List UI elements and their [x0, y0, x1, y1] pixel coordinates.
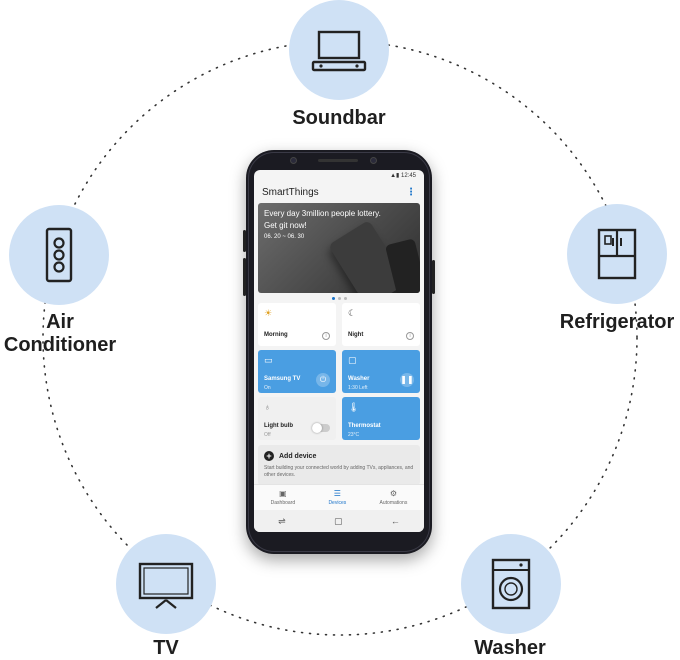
- tv-icon: ▭: [264, 355, 273, 365]
- air-conditioner-label-line2: Conditioner: [3, 334, 117, 356]
- air-conditioner-circle[interactable]: [9, 205, 109, 305]
- tile-samsung-tv[interactable]: ▭ Samsung TV On ⏻: [258, 350, 336, 393]
- tab-dashboard-label: Dashboard: [270, 500, 296, 506]
- devices-icon: ☰: [333, 489, 341, 498]
- tv-icon: [138, 562, 194, 609]
- refrigerator-label: Refrigerator: [559, 311, 675, 333]
- air-conditioner-label-line1: Air: [46, 311, 74, 333]
- tile-light-bulb[interactable]: ♁ Light bulb Off: [258, 397, 336, 440]
- info-icon[interactable]: i: [322, 332, 330, 340]
- tile-washer[interactable]: ▢ Washer 1:30 Left ❚❚: [342, 350, 420, 393]
- refrigerator-icon: [597, 228, 637, 280]
- soundbar-circle[interactable]: [289, 0, 389, 100]
- tab-automations-label: Automations: [379, 500, 408, 506]
- front-camera: [370, 157, 377, 164]
- tile-night[interactable]: ☾ Night i: [342, 303, 420, 346]
- washer-icon: ▢: [348, 355, 357, 365]
- banner-date: 06. 20 ~ 06. 30: [264, 234, 305, 240]
- tab-devices[interactable]: ☰ Devices: [328, 489, 346, 506]
- dashboard-icon: ▣: [279, 489, 287, 498]
- banner-line1: Every day 3million people lottery.: [264, 209, 381, 218]
- bixby-button: [243, 258, 246, 296]
- tv-label: TV: [153, 637, 179, 659]
- carousel-dots: [254, 293, 424, 303]
- light-toggle[interactable]: [312, 423, 330, 433]
- bottom-tabs: ▣ Dashboard ☰ Devices ⚙ Automations: [254, 484, 424, 510]
- soundbar-label: Soundbar: [292, 107, 386, 129]
- automations-icon: ⚙: [389, 489, 398, 498]
- bulb-icon: ♁: [264, 402, 271, 412]
- tile-samsung-tv-label: Samsung TV: [264, 376, 301, 382]
- status-time: 12:45: [400, 172, 416, 179]
- moon-icon: ☾: [348, 308, 357, 318]
- device-grid: ☀ Morning i ☾ Night i ▭ Samsung TV On ⏻ …: [258, 303, 420, 440]
- promo-banner[interactable]: Every day 3million people lottery. Get g…: [258, 203, 420, 293]
- carousel-dot-1[interactable]: [331, 296, 335, 300]
- app-title: SmartThings: [262, 186, 319, 198]
- carousel-dot-2[interactable]: [337, 296, 341, 300]
- air-conditioner-icon: [45, 227, 73, 283]
- tab-automations[interactable]: ⚙ Automations: [380, 489, 408, 506]
- power-icon[interactable]: ⏻: [316, 373, 330, 387]
- tile-morning[interactable]: ☀ Morning i: [258, 303, 336, 346]
- tab-devices-label: Devices: [328, 500, 347, 506]
- pause-icon[interactable]: ❚❚: [400, 373, 414, 387]
- tab-dashboard[interactable]: ▣ Dashboard: [271, 489, 295, 506]
- carousel-dot-3[interactable]: [343, 296, 347, 300]
- add-device-card[interactable]: + Add device Start building your connect…: [258, 445, 420, 485]
- app-bar: SmartThings ⋮: [254, 181, 424, 203]
- washer-icon: [491, 558, 531, 610]
- tile-night-label: Night: [348, 332, 364, 338]
- power-button: [432, 260, 435, 294]
- tile-thermostat-status: 23°C: [348, 432, 360, 438]
- phone: ▲▮ 12:45 SmartThings ⋮ Every day 3millio…: [243, 150, 435, 554]
- tile-morning-label: Morning: [264, 332, 288, 338]
- phone-screen: ▲▮ 12:45 SmartThings ⋮ Every day 3millio…: [254, 170, 424, 532]
- back-icon[interactable]: ←: [390, 516, 400, 526]
- tile-thermostat[interactable]: 🌡︎ Thermostat 23°C: [342, 397, 420, 440]
- washer-circle[interactable]: [461, 534, 561, 634]
- earpiece: [318, 159, 358, 162]
- tile-light-bulb-label: Light bulb: [264, 423, 293, 429]
- add-device-desc: Start building your connected world by a…: [264, 465, 414, 478]
- info-icon[interactable]: i: [406, 332, 414, 340]
- tv-circle[interactable]: [116, 534, 216, 634]
- tile-light-bulb-status: Off: [264, 432, 271, 438]
- home-icon[interactable]: ▢: [334, 515, 343, 526]
- status-bar: ▲▮ 12:45: [254, 170, 424, 181]
- tile-washer-label: Washer: [348, 376, 370, 382]
- front-sensor: [290, 157, 297, 164]
- thermometer-icon: 🌡︎: [348, 402, 360, 412]
- air-conditioner-label: Air Conditioner: [0, 311, 120, 357]
- tile-samsung-tv-status: On: [264, 385, 271, 391]
- add-device-title: Add device: [279, 452, 317, 460]
- tile-washer-status: 1:30 Left: [348, 385, 368, 391]
- washer-label: Washer: [474, 637, 546, 659]
- android-nav-bar: ⇌ ▢ ←: [254, 510, 424, 532]
- more-options-icon[interactable]: ⋮: [406, 186, 416, 198]
- soundbar-icon: [311, 30, 367, 72]
- add-icon: +: [264, 451, 274, 461]
- refrigerator-circle[interactable]: [567, 204, 667, 304]
- banner-line2: Get git now!: [264, 221, 307, 230]
- volume-button: [243, 230, 246, 252]
- signal-icon: ▲▮: [390, 173, 401, 179]
- recent-apps-icon[interactable]: ⇌: [278, 515, 286, 526]
- tile-thermostat-label: Thermostat: [348, 423, 381, 429]
- sun-icon: ☀: [264, 308, 273, 318]
